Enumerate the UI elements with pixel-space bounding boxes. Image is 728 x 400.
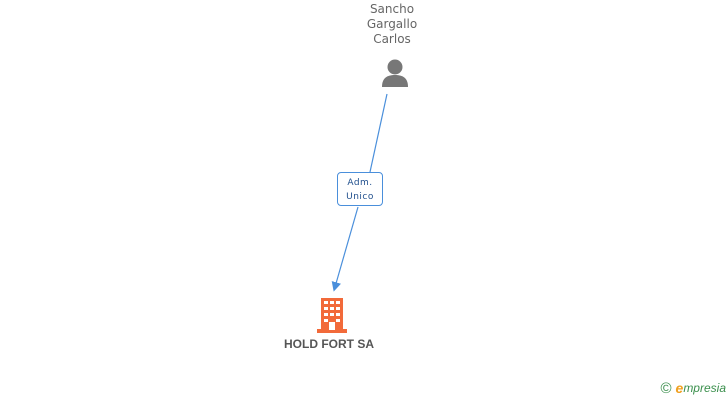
relation-label[interactable]: Adm. Unico [337, 172, 383, 206]
relation-line-lower [331, 206, 359, 292]
person-icon[interactable] [379, 58, 411, 88]
company-name[interactable]: HOLD FORT SA [284, 337, 374, 351]
person-name-line-3: Carlos [373, 32, 411, 46]
relation-label-line-1: Adm. [347, 178, 373, 188]
building-icon[interactable] [315, 296, 349, 334]
person-name[interactable]: Sancho Gargallo Carlos [342, 2, 442, 47]
person-name-line-1: Sancho [369, 2, 415, 16]
relation-line-upper [369, 93, 388, 173]
brand-logo-text: mpresia [683, 381, 726, 395]
brand-logo-initial: e [675, 380, 684, 396]
relation-label-line-2: Unico [346, 192, 374, 202]
footer-brand[interactable]: © e mpresia [660, 379, 726, 397]
copyright-icon: © [660, 379, 672, 397]
person-name-line-2: Gargallo [366, 17, 418, 31]
